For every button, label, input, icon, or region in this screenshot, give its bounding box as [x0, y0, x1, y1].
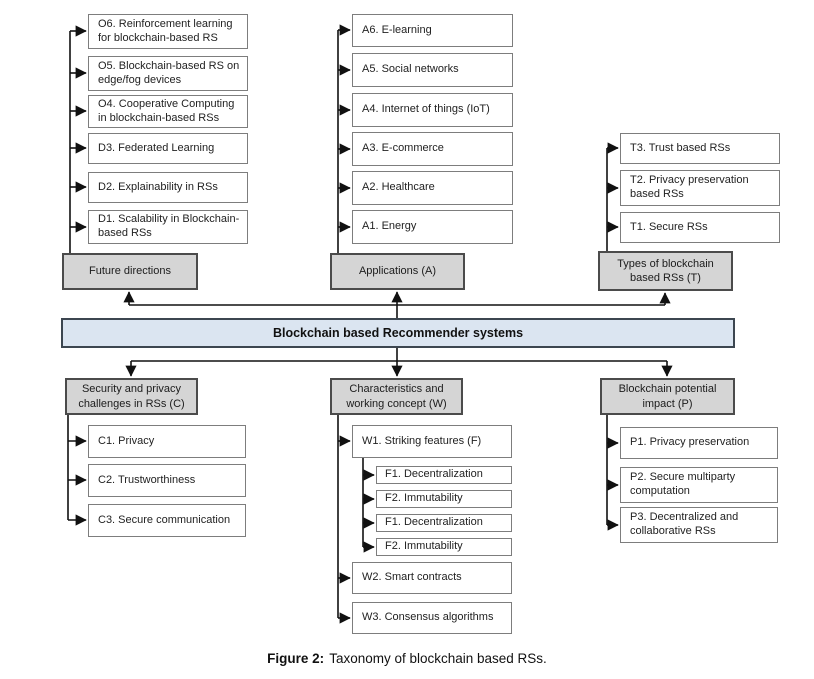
node-f2-repeat: F2. Immutability — [376, 538, 512, 556]
category-applications: Applications (A) — [330, 253, 465, 290]
node-t1: T1. Secure RSs — [620, 212, 780, 243]
node-d3: D3. Federated Learning — [88, 133, 248, 164]
node-w1: W1. Striking features (F) — [352, 425, 512, 458]
node-d2: D2. Explainability in RSs — [88, 172, 248, 203]
node-a6: A6. E-learning — [352, 14, 513, 47]
node-t3: T3. Trust based RSs — [620, 133, 780, 164]
node-p1: P1. Privacy preservation — [620, 427, 778, 459]
node-a4: A4. Internet of things (IoT) — [352, 93, 513, 127]
node-o6: O6. Reinforcement learning for blockchai… — [88, 14, 248, 49]
node-a5: A5. Social networks — [352, 53, 513, 87]
category-types: Types of blockchain based RSs (T) — [598, 251, 733, 291]
node-a2: A2. Healthcare — [352, 171, 513, 205]
node-o5: O5. Blockchain-based RS on edge/fog devi… — [88, 56, 248, 91]
category-challenges: Security and privacy challenges in RSs (… — [65, 378, 198, 415]
category-characteristics: Characteristics and working concept (W) — [330, 378, 463, 415]
node-c3: C3. Secure communication — [88, 504, 246, 537]
node-t2: T2. Privacy preservation based RSs — [620, 170, 780, 206]
root-node: Blockchain based Recommender systems — [61, 318, 735, 348]
node-f1-repeat: F1. Decentralization — [376, 514, 512, 532]
node-a3: A3. E-commerce — [352, 132, 513, 166]
node-d1: D1. Scalability in Blockchain-based RSs — [88, 210, 248, 244]
category-future-directions: Future directions — [62, 253, 198, 290]
node-w2: W2. Smart contracts — [352, 562, 512, 594]
node-f1: F1. Decentralization — [376, 466, 512, 484]
node-w3: W3. Consensus algorithms — [352, 602, 512, 634]
node-f2: F2. Immutability — [376, 490, 512, 508]
node-c1: C1. Privacy — [88, 425, 246, 458]
figure-caption-text: Taxonomy of blockchain based RSs. — [329, 651, 547, 666]
node-o4: O4. Cooperative Computing in blockchain-… — [88, 95, 248, 128]
figure-caption: Figure 2: Taxonomy of blockchain based RS… — [0, 651, 814, 666]
figure-caption-label: Figure 2: — [267, 651, 325, 666]
node-p3: P3. Decentralized and collaborative RSs — [620, 507, 778, 543]
node-p2: P2. Secure multiparty computation — [620, 467, 778, 503]
category-impact: Blockchain potential impact (P) — [600, 378, 735, 415]
node-a1: A1. Energy — [352, 210, 513, 244]
node-c2: C2. Trustworthiness — [88, 464, 246, 497]
